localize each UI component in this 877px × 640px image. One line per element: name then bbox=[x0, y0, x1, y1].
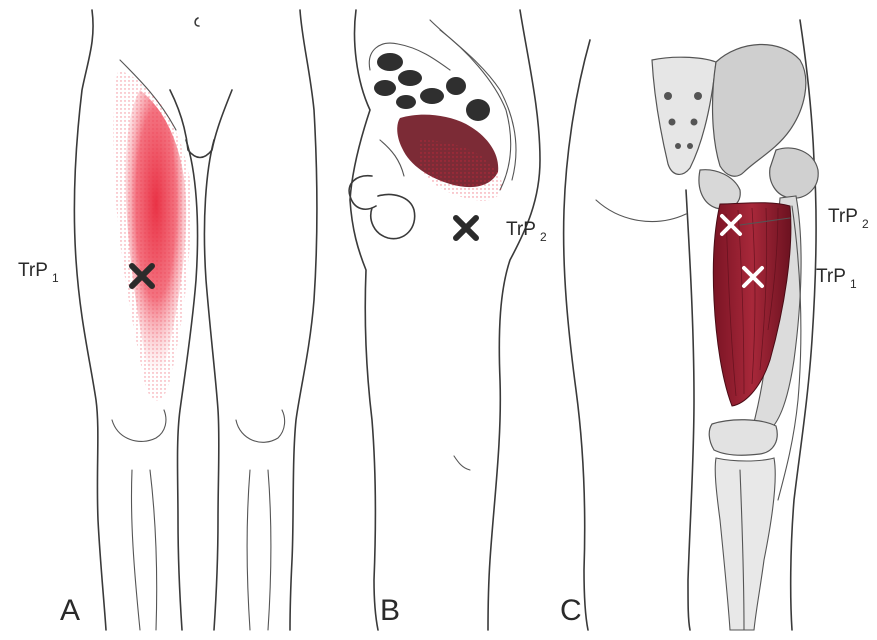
panel-c-trigger-subscript-2: 2 bbox=[862, 217, 869, 231]
panel-b-back-outline bbox=[488, 10, 540, 630]
panel-b-trigger-point-marker bbox=[456, 218, 476, 238]
panel-a-trigger-subscript: 1 bbox=[52, 271, 59, 285]
panel-a-trigger-label: TrP bbox=[18, 260, 48, 281]
panel-a-letter: A bbox=[60, 594, 80, 627]
panel-b-pubic-curve bbox=[380, 140, 404, 176]
panel-a-leg-outline-right bbox=[290, 10, 317, 630]
panel-c: TrP 2 TrP 1 C bbox=[560, 20, 869, 630]
panel-b: TrP 2 B bbox=[349, 10, 547, 630]
panel-a-inner-thigh-right bbox=[204, 140, 218, 630]
panel-c-trigger-subscript-1: 1 bbox=[850, 277, 857, 291]
panel-a: TrP 1 A bbox=[18, 10, 317, 630]
panel-c-outline-left bbox=[564, 40, 590, 630]
panel-c-trigger-label-1: TrP bbox=[816, 266, 846, 287]
panel-c-femur-head bbox=[770, 148, 818, 198]
panel-b-genitals bbox=[349, 176, 415, 239]
panel-c-trigger-label-2: TrP bbox=[828, 206, 858, 227]
panel-b-knee bbox=[454, 456, 470, 470]
panel-c-knee-bones bbox=[709, 420, 777, 630]
panel-b-front-outline bbox=[350, 10, 378, 630]
x-marker-icon bbox=[456, 218, 476, 238]
panel-b-intestines bbox=[369, 43, 490, 121]
panel-c-midline bbox=[686, 190, 694, 630]
panel-a-leg-outline-left bbox=[74, 10, 106, 630]
panel-a-shin-left bbox=[131, 470, 156, 630]
panel-a-knee-left bbox=[112, 410, 166, 441]
panel-c-letter: C bbox=[560, 594, 582, 627]
panel-c-sacrum bbox=[652, 57, 716, 174]
panel-a-shin-right bbox=[247, 470, 271, 630]
panel-a-navel bbox=[195, 18, 199, 26]
panel-c-gluteal-fold bbox=[596, 200, 686, 222]
panel-a-knee-right bbox=[236, 410, 285, 442]
panel-b-letter: B bbox=[380, 594, 400, 627]
panel-b-trigger-subscript: 2 bbox=[540, 230, 547, 244]
panel-b-trigger-label: TrP bbox=[506, 219, 536, 240]
